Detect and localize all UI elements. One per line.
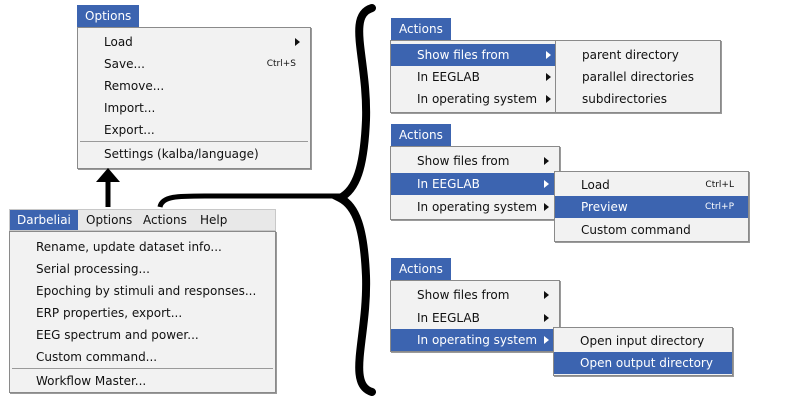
submenu-arrow-icon [544,157,549,165]
shortcut-label: Ctrl+S [266,59,296,69]
options-item-save[interactable]: Save... Ctrl+S [78,53,310,75]
options-item-label: Export... [104,123,155,137]
options-item-load[interactable]: Load [78,31,310,53]
darbeliai-item-workflow-master[interactable]: Workflow Master... [10,370,275,392]
menubar: Darbeliai Options Actions Help [9,209,276,231]
darbeliai-item-label: EEG spectrum and power... [36,328,199,342]
submenu-item-label: Open output directory [580,356,713,370]
actions-menu: Show files from In EEGLAB In operating s… [390,40,562,113]
actions-menu-title[interactable]: Actions [391,258,451,280]
submenu-arrow-icon [546,95,551,103]
submenu-item-parent-directory[interactable]: parent directory [556,44,720,66]
actions-item-label: In EEGLAB [417,177,480,191]
darbeliai-item-label: Epoching by stimuli and responses... [36,284,257,298]
brace-icon [331,4,376,396]
darbeliai-item-label: Workflow Master... [36,374,147,388]
actions-item-in-os[interactable]: In operating system [391,329,559,351]
darbeliai-item[interactable]: EEG spectrum and power... [10,324,275,346]
actions-item-label: In operating system [417,333,538,347]
options-item-label: Settings (kalba/language) [104,147,259,161]
menubar-help[interactable]: Help [200,213,228,227]
darbeliai-item[interactable]: Epoching by stimuli and responses... [10,280,275,302]
options-item-label: Import... [104,101,156,115]
options-menu: Load Save... Ctrl+S Remove... Import... … [77,27,311,169]
menubar-darbeliai[interactable]: Darbeliai [10,210,78,230]
actions-menu-title[interactable]: Actions [391,124,451,146]
menubar-options[interactable]: Options [86,213,133,227]
submenu-item-subdirectories[interactable]: subdirectories [556,88,720,110]
darbeliai-item-label: Custom command... [36,350,158,364]
actions-menu: Show files from In EEGLAB In operating s… [390,146,560,220]
shortcut-label: Ctrl+L [705,180,734,190]
options-item-settings[interactable]: Settings (kalba/language) [78,143,310,165]
darbeliai-item-label: Serial processing... [36,262,150,276]
actions-item-label: In EEGLAB [417,311,480,325]
options-item-import[interactable]: Import... [78,97,310,119]
submenu-item-custom-command[interactable]: Custom command [555,219,748,241]
submenu-item-open-input-directory[interactable]: Open input directory [554,330,732,352]
submenu-item-label: Open input directory [580,334,705,348]
submenu-item-label: Load [581,178,610,192]
darbeliai-item[interactable]: Rename, update dataset info... [10,236,275,258]
submenu-item-preview[interactable]: Preview Ctrl+P [555,196,748,218]
options-item-export[interactable]: Export... [78,119,310,141]
actions-item-label: Show files from [417,48,510,62]
show-files-submenu: parent directory parallel directories su… [555,40,721,113]
actions-item-label: In operating system [417,200,538,214]
menubar-actions[interactable]: Actions [143,213,187,227]
actions-item-in-os[interactable]: In operating system [391,88,561,110]
submenu-arrow-icon [544,180,549,188]
options-item-remove[interactable]: Remove... [78,75,310,97]
submenu-item-parallel-directories[interactable]: parallel directories [556,66,720,88]
darbeliai-item[interactable]: ERP properties, export... [10,302,275,324]
submenu-item-open-output-directory[interactable]: Open output directory [554,352,732,374]
submenu-arrow-icon [295,38,300,46]
submenu-arrow-icon [544,336,549,344]
submenu-item-label: parallel directories [582,70,695,84]
actions-item-show-files[interactable]: Show files from [391,150,559,172]
menu-separator [12,368,273,369]
submenu-item-label: parent directory [582,48,679,62]
submenu-item-label: subdirectories [582,92,668,106]
options-menu-title[interactable]: Options [77,5,140,27]
options-item-label: Load [104,35,133,49]
shortcut-label: Ctrl+P [705,202,734,212]
in-os-submenu: Open input directory Open output directo… [553,327,733,376]
actions-item-label: In operating system [417,92,538,106]
actions-item-show-files[interactable]: Show files from [391,44,561,66]
darbeliai-item[interactable]: Serial processing... [10,258,275,280]
actions-menu-title[interactable]: Actions [391,18,451,40]
connector-curve [157,193,340,208]
submenu-arrow-icon [546,51,551,59]
darbeliai-item-label: Rename, update dataset info... [36,240,222,254]
darbeliai-item[interactable]: Custom command... [10,346,275,368]
actions-item-label: Show files from [417,288,510,302]
up-arrow-icon [96,168,120,207]
darbeliai-item-label: ERP properties, export... [36,306,183,320]
darbeliai-menu: Rename, update dataset info... Serial pr… [9,231,276,393]
submenu-arrow-icon [544,291,549,299]
actions-item-label: Show files from [417,154,510,168]
menu-separator [80,141,308,142]
actions-item-in-eeglab[interactable]: In EEGLAB [391,173,559,195]
submenu-arrow-icon [544,203,549,211]
submenu-item-label: Preview [581,200,628,214]
submenu-item-label: Custom command [581,223,691,237]
options-item-label: Remove... [104,79,165,93]
submenu-arrow-icon [546,73,551,81]
in-eeglab-submenu: Load Ctrl+L Preview Ctrl+P Custom comman… [554,171,749,242]
actions-item-label: In EEGLAB [417,70,480,84]
submenu-arrow-icon [544,314,549,322]
submenu-item-load[interactable]: Load Ctrl+L [555,174,748,196]
actions-item-in-eeglab[interactable]: In EEGLAB [391,307,559,329]
actions-menu: Show files from In EEGLAB In operating s… [390,280,560,352]
options-item-label: Save... [104,57,145,71]
actions-item-in-os[interactable]: In operating system [391,196,559,218]
actions-item-show-files[interactable]: Show files from [391,284,559,306]
actions-item-in-eeglab[interactable]: In EEGLAB [391,66,561,88]
